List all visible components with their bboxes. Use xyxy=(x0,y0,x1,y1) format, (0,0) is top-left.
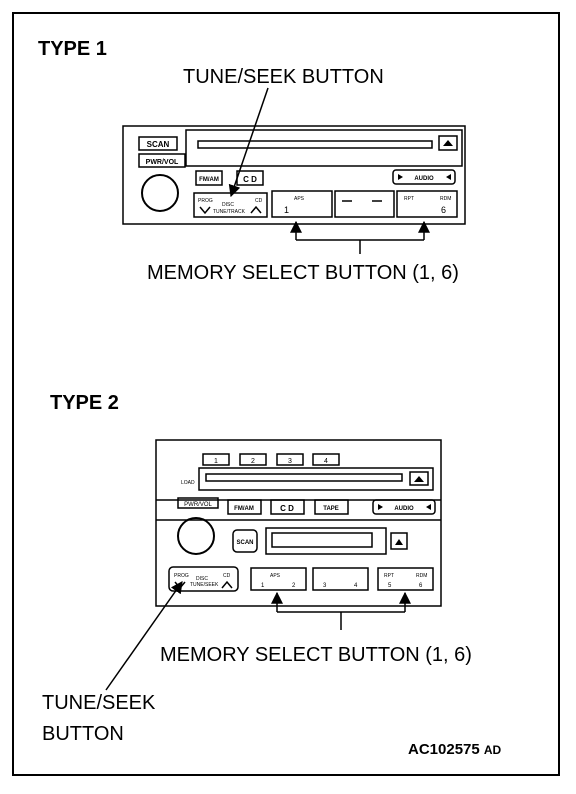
type1-cd-text: C D xyxy=(243,175,257,184)
type2-faceplate xyxy=(155,439,442,607)
chevron-up-icon xyxy=(221,580,233,589)
type2-tune-seek-text: TUNE/SEEK xyxy=(190,582,219,588)
type2-tape-button xyxy=(314,499,349,515)
type2-fm-am-text: FM/AM xyxy=(234,506,254,512)
type1-scan-button xyxy=(138,136,178,151)
type1-pwr-vol-text: PWR/VOL xyxy=(146,159,179,166)
type2-preset-1-text: 1 xyxy=(261,583,265,589)
type1-radio xyxy=(122,125,466,225)
type2-fm-am-button xyxy=(227,499,262,515)
type2-disc-1-button xyxy=(202,453,230,466)
type2-tape-eject-button xyxy=(390,532,408,550)
type2-callouts xyxy=(105,581,411,691)
type1-prog-text: PROG xyxy=(198,198,213,204)
type1-scan-text: SCAN xyxy=(147,140,170,149)
eject-icon xyxy=(395,539,403,545)
type1-aps-text: APS xyxy=(294,196,305,202)
type2-eject-button xyxy=(409,471,429,486)
chevron-down-icon xyxy=(199,206,211,215)
type1-fm-am-text: FM/AM xyxy=(199,177,219,183)
type2-preset-5-text: 5 xyxy=(388,583,392,589)
type2-aps-text: APS xyxy=(270,573,281,579)
type2-tape-door xyxy=(265,527,387,555)
type1-cd-slot xyxy=(197,140,433,149)
type2-disc-4-text: 4 xyxy=(324,458,328,465)
type1-disc-text: DISC xyxy=(222,202,234,208)
eject-icon xyxy=(443,140,453,146)
type2-prog-text: PROG xyxy=(174,573,189,579)
type1-callouts xyxy=(228,87,430,254)
type2-preset-5-6-button xyxy=(377,567,434,591)
type1-preset-1-text: 1 xyxy=(284,205,289,215)
right-arrow-icon xyxy=(426,504,431,510)
type2-preset-3-4-button xyxy=(312,567,369,591)
type1-eject-button xyxy=(438,135,458,151)
type1-rdm-text: RDM xyxy=(440,196,451,202)
type2-disc-3-button xyxy=(276,453,304,466)
type1-cd-small-text: CD xyxy=(255,198,263,204)
chevron-up-icon xyxy=(250,205,262,214)
left-arrow-icon xyxy=(378,504,383,510)
type2-tune-seek-button xyxy=(168,566,239,592)
type2-pwr-vol-text: PWR/VOL xyxy=(184,502,212,508)
type2-tune-seek-label-line1: TUNE/SEEK xyxy=(42,692,156,714)
type2-preset-6-text: 6 xyxy=(419,583,423,589)
type1-preset-6-button xyxy=(396,190,458,218)
figure-id: AC102575 AD xyxy=(408,741,502,758)
diagram-frame xyxy=(12,12,560,776)
eject-icon xyxy=(414,476,424,482)
type2-disc-2-button xyxy=(239,453,267,466)
type2-preset-2-text: 2 xyxy=(292,583,296,589)
type2-disc-text: DISC xyxy=(196,576,208,582)
type2-button-text: 1 2 3 4 LOAD PWR/VOL FM/AM C D TAPE AUDI… xyxy=(174,458,427,589)
type1-rpt-text: RPT xyxy=(404,196,414,202)
left-arrow-icon xyxy=(398,174,403,180)
type1-cd-slot-panel xyxy=(185,129,463,167)
type1-tune-seek-leader xyxy=(228,87,269,198)
type1-memory-label: MEMORY SELECT BUTTON (1, 6) xyxy=(147,262,459,284)
type2-tape-text: TAPE xyxy=(323,506,339,512)
type2-cd-button xyxy=(270,499,305,515)
type2-memory-label: MEMORY SELECT BUTTON (1, 6) xyxy=(160,644,472,666)
right-arrow-icon xyxy=(446,174,451,180)
type2-volume-knob xyxy=(177,517,215,555)
type2-disc-2-text: 2 xyxy=(251,458,255,465)
type1-pwr-vol-button xyxy=(138,153,186,168)
type1-fm-am-button xyxy=(195,170,223,186)
type2-load-text: LOAD xyxy=(181,480,195,486)
type2-rpt-text: RPT xyxy=(384,573,394,579)
type2-cd-text: C D xyxy=(280,504,294,513)
type2-scan-text: SCAN xyxy=(236,540,253,546)
type2-disc-4-button xyxy=(312,453,340,466)
type2-cd-small-text: CD xyxy=(223,573,231,579)
type1-tune-seek-label: TUNE/SEEK BUTTON xyxy=(183,66,384,88)
type2-scan-button xyxy=(232,529,258,553)
type1-button-text: SCAN PWR/VOL FM/AM C D AUDIO PROG DISC C… xyxy=(146,140,452,215)
type2-disc-1-text: 1 xyxy=(214,458,218,465)
type1-preset-1-button xyxy=(271,190,333,218)
type2-cd-slot xyxy=(205,473,403,482)
type1-preset-mid-button xyxy=(334,190,395,218)
type2-tune-seek-label-line2: BUTTON xyxy=(42,723,124,745)
type2-cd-slot-panel xyxy=(198,467,434,491)
type1-volume-knob xyxy=(141,174,179,212)
type2-preset-4-text: 4 xyxy=(354,583,358,589)
type2-pwr-vol-button xyxy=(177,497,219,509)
type1-tune-track-text: TUNE/TRACK xyxy=(213,209,246,215)
type2-preset-3-text: 3 xyxy=(323,583,327,589)
type2-audio-text: AUDIO xyxy=(394,506,414,512)
type2-preset-1-2-button xyxy=(250,567,307,591)
type1-title: TYPE 1 xyxy=(38,38,107,60)
type2-audio-button xyxy=(372,499,436,515)
type1-audio-button xyxy=(392,169,456,185)
type1-audio-text: AUDIO xyxy=(414,176,434,182)
type2-disc-3-text: 3 xyxy=(288,458,292,465)
type2-rdm-text: RDM xyxy=(416,573,427,579)
type2-radio xyxy=(155,439,442,607)
type1-preset-6-text: 6 xyxy=(441,205,446,215)
type2-title: TYPE 2 xyxy=(50,392,119,414)
type2-tune-seek-leader xyxy=(105,581,183,691)
type2-tape-slot xyxy=(271,532,373,548)
